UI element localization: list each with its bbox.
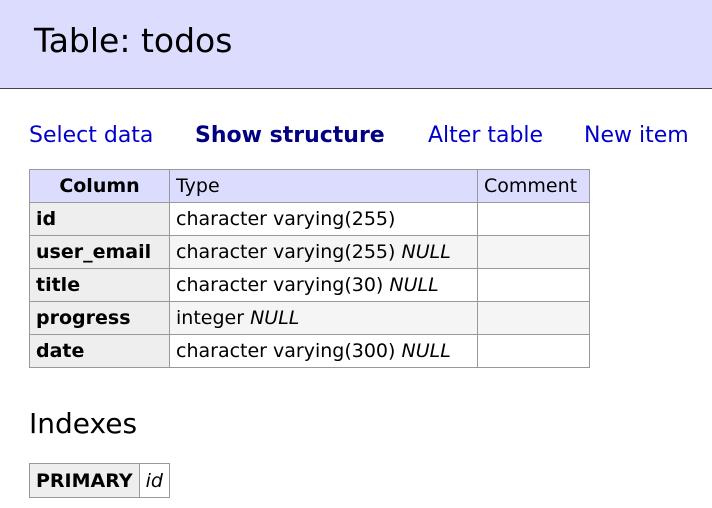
column-comment <box>477 268 590 302</box>
column-name: title <box>29 268 170 302</box>
null-flag: NULL <box>401 241 451 263</box>
table-row: user_email character varying(255) NULL <box>29 235 590 269</box>
column-name: user_email <box>29 235 170 269</box>
index-columns: id <box>138 463 170 498</box>
page-header: Table: todos <box>0 0 712 89</box>
alter-table-link[interactable]: Alter table <box>428 123 544 148</box>
column-comment <box>477 235 590 269</box>
new-item-link[interactable]: New item <box>584 123 689 148</box>
type-header: Type <box>169 169 478 203</box>
column-type: character varying(30) NULL <box>169 268 478 302</box>
column-type: character varying(255) <box>169 202 478 236</box>
structure-header-row: Column Type Comment <box>29 169 590 203</box>
show-structure-link[interactable]: Show structure <box>195 123 385 148</box>
type-text: integer <box>176 307 245 329</box>
null-flag: NULL <box>401 340 451 362</box>
column-name: progress <box>29 301 170 335</box>
table-actions-nav: Select data Show structure Alter table N… <box>0 120 712 152</box>
column-type: integer NULL <box>169 301 478 335</box>
type-text: character varying(255) <box>176 208 396 230</box>
comment-header: Comment <box>477 169 590 203</box>
index-kind: PRIMARY <box>29 463 140 498</box>
table-row: date character varying(300) NULL <box>29 334 590 368</box>
column-comment <box>477 301 590 335</box>
column-name: id <box>29 202 170 236</box>
page-title: Table: todos <box>34 21 233 60</box>
column-comment <box>477 334 590 368</box>
null-flag: NULL <box>250 307 300 329</box>
structure-table: Column Type Comment id character varying… <box>29 169 590 368</box>
type-text: character varying(300) <box>176 340 396 362</box>
column-type: character varying(300) NULL <box>169 334 478 368</box>
null-flag: NULL <box>389 274 439 296</box>
index-row: PRIMARY id <box>29 463 170 498</box>
indexes-table: PRIMARY id <box>29 463 170 498</box>
column-name: date <box>29 334 170 368</box>
type-text: character varying(30) <box>176 274 384 296</box>
table-row: progress integer NULL <box>29 301 590 335</box>
column-header: Column <box>29 169 170 203</box>
column-type: character varying(255) NULL <box>169 235 478 269</box>
table-row: title character varying(30) NULL <box>29 268 590 302</box>
indexes-heading: Indexes <box>29 407 138 440</box>
table-row: id character varying(255) <box>29 202 590 236</box>
type-text: character varying(255) <box>176 241 396 263</box>
select-data-link[interactable]: Select data <box>29 123 154 148</box>
column-comment <box>477 202 590 236</box>
